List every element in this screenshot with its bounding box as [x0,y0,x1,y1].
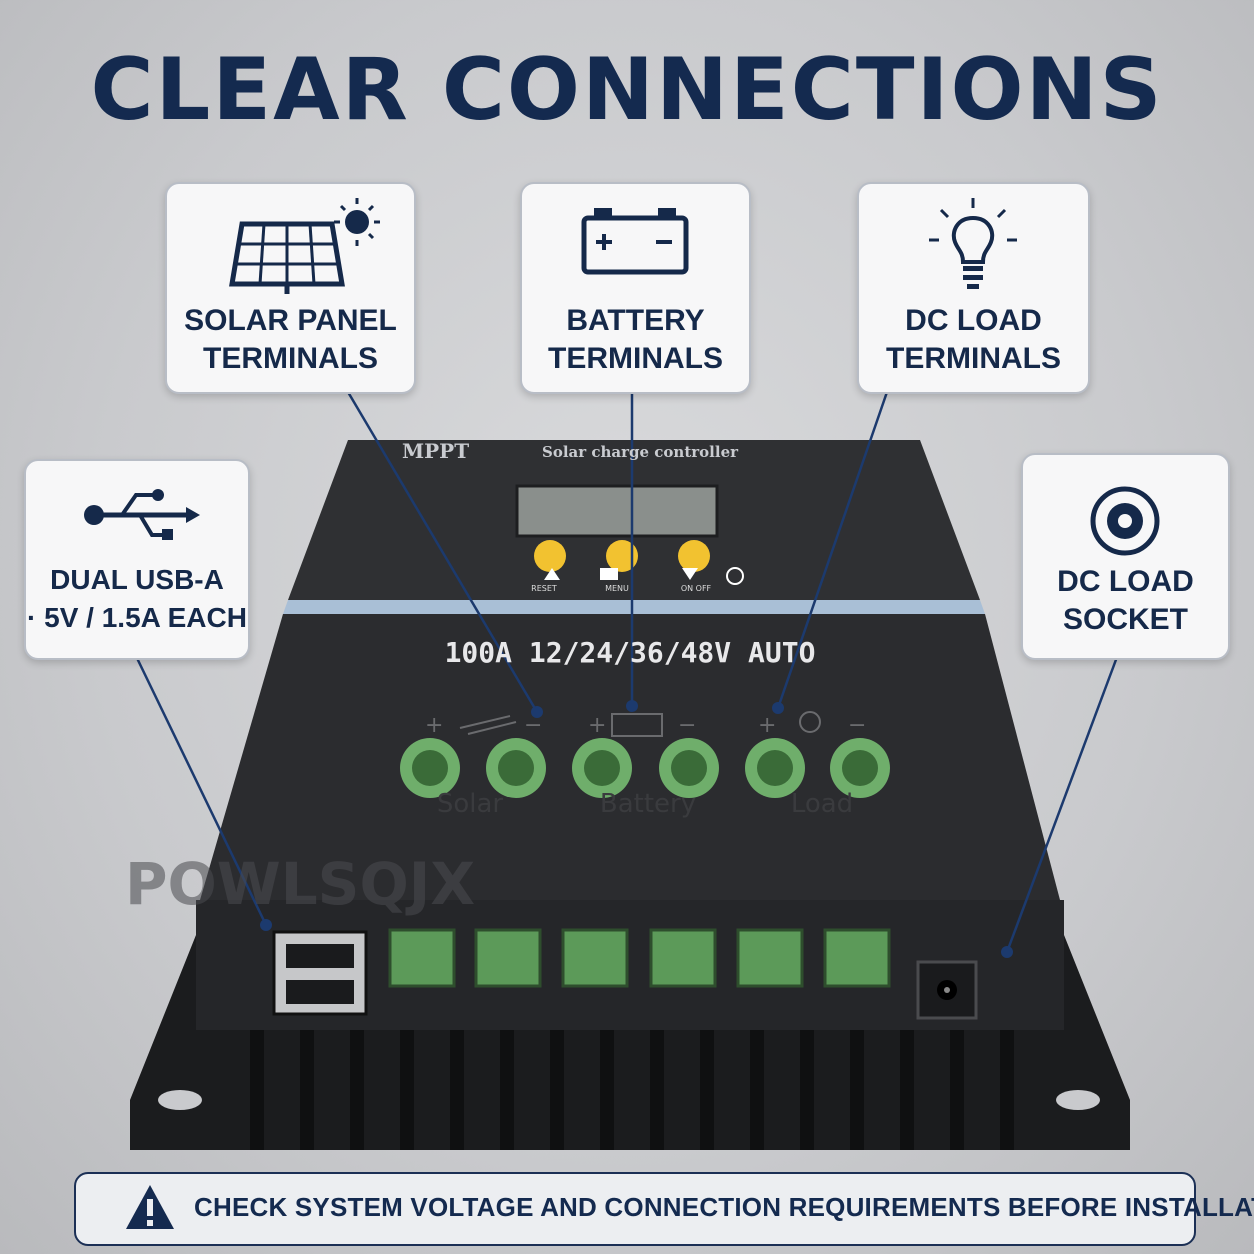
solar-group-label: Solar [437,789,504,819]
reset-button [534,540,566,572]
solar-panel-callout: SOLAR PANEL TERMINALS [165,182,416,394]
menu-button [606,540,638,572]
svg-text:+: + [758,713,776,738]
usb-callout: DUAL USB-A · 5V / 1.5A EACH [24,459,250,660]
menu-icon [600,568,618,580]
svg-text:−: − [524,713,542,738]
warning-text: CHECK SYSTEM VOLTAGE AND CONNECTION REQU… [194,1192,1254,1222]
onoff-button [678,540,710,572]
usb-icon [84,489,200,540]
load-group-label: Load [791,789,853,819]
svg-text:+: + [588,713,606,738]
svg-text:−: − [678,713,696,738]
battery-icon [581,208,689,275]
battery-callout-label: BATTERY TERMINALS [548,304,723,375]
polarity-markings [459,711,821,737]
solar-callout-label: SOLAR PANEL TERMINALS [184,304,397,375]
dc-socket-callout-label: DC LOAD SOCKET [1057,565,1194,636]
leader-lines [134,391,1119,953]
solar-panel-icon [229,198,380,294]
dc-socket-icon [1090,486,1160,556]
onoff-label: ON OFF [681,584,712,593]
wire-entry-blocks [388,928,891,988]
front-body [200,614,1060,900]
page-headline: CLEAR CONNECTIONS [90,40,1164,140]
power-icon [726,567,744,585]
accent-strip [283,600,985,614]
device-title: Solar charge controller [542,443,739,461]
mppt-label: MPPT [402,439,469,463]
down-arrow-icon [682,568,698,580]
mount-hole-left [158,1090,202,1110]
usb-port-bottom [286,980,354,1004]
battery-group-label: Battery [600,789,696,819]
rating-label: 100A 12/24/36/48V AUTO [445,636,816,669]
battery-callout: BATTERY TERMINALS [520,182,751,394]
reset-arrow-icon [544,568,560,580]
reset-label: RESET [531,584,557,593]
terminal-screw-holes [400,738,890,798]
heatsink-fins [250,1030,1014,1150]
lcd-screen [515,484,719,538]
warning-triangle-icon [126,1185,174,1229]
leader-dots [260,700,1013,958]
usb-callout-label: DUAL USB-A · 5V / 1.5A EACH [27,564,247,633]
svg-text:−: − [848,713,866,738]
dc-load-callout-label: DC LOAD TERMINALS [886,304,1061,375]
mount-hole-right [1056,1090,1100,1110]
light-bulb-icon [929,198,1017,289]
usb-port-top [286,944,354,968]
dc-load-callout: DC LOAD TERMINALS [857,182,1090,394]
svg-text:+: + [425,713,443,738]
warning-bar: CHECK SYSTEM VOLTAGE AND CONNECTION REQU… [74,1172,1254,1246]
watermark-front: POWLSQJX [125,850,475,918]
dc-socket-callout: DC LOAD SOCKET [1021,453,1230,660]
menu-label: MENU [605,584,629,593]
